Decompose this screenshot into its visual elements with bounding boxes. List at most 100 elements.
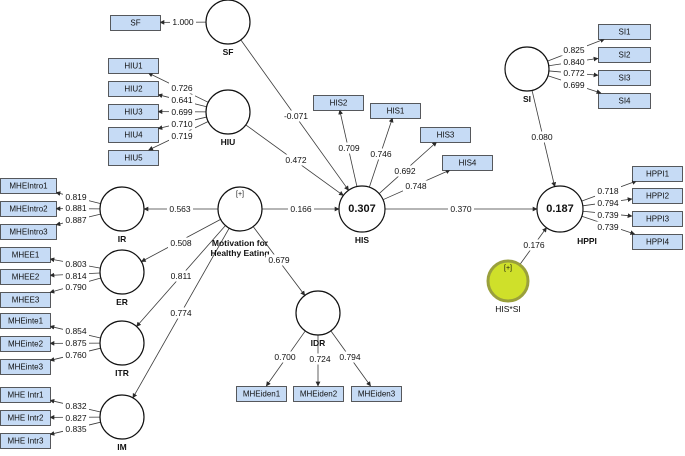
- coef-group-16: 0.739: [595, 209, 621, 221]
- construct-name: HIS*SI: [495, 304, 521, 314]
- construct-hiu[interactable]: HIU: [205, 89, 251, 147]
- indicator-label: HPPI3: [646, 215, 670, 224]
- coef-group-24: 0.854: [63, 325, 89, 337]
- coef-label-bg: [168, 307, 194, 319]
- coef-label-bg: [169, 118, 195, 130]
- indicator-mheinte3[interactable]: MHEinte3: [0, 359, 51, 375]
- indicator-mhe-intr3[interactable]: MHE Intr3: [0, 433, 51, 449]
- indicator-mhee3[interactable]: MHEE3: [0, 292, 51, 308]
- coef-label-bg: [63, 337, 89, 349]
- indicator-his3[interactable]: HIS3: [420, 127, 471, 143]
- coefficient-idr-mheiden1: 0.700: [274, 352, 296, 362]
- coef-group-21: 0.803: [63, 258, 89, 270]
- indicator-si1[interactable]: SI1: [598, 24, 651, 40]
- coef-group-35: 0.811: [168, 270, 194, 282]
- indicator-label: HIU3: [124, 108, 143, 117]
- indicator-hiu4[interactable]: HIU4: [108, 127, 159, 143]
- indicator-hiu3[interactable]: HIU3: [108, 104, 159, 120]
- coef-label-bg: [63, 214, 89, 226]
- indicator-mheiden3[interactable]: MHEiden3: [351, 386, 402, 402]
- indicator-mheintro3[interactable]: MHEIntro3: [0, 224, 57, 240]
- indicator-hiu2[interactable]: HIU2: [108, 81, 159, 97]
- construct-circle: [205, 89, 251, 135]
- coef-group-15: 0.794: [595, 197, 621, 209]
- indicator-si2[interactable]: SI2: [598, 47, 651, 63]
- coefficient-idr-mheiden2: 0.724: [309, 354, 331, 364]
- indicator-box: [0, 313, 51, 329]
- construct-idr[interactable]: IDR: [295, 290, 341, 348]
- coef-label-bg: [63, 270, 89, 282]
- indicator-mheintro2[interactable]: MHEIntro2: [0, 201, 57, 217]
- coefficient-hppi-hppi1: 0.718: [597, 186, 619, 196]
- coef-label-bg: [63, 202, 89, 214]
- indicator-hppi2[interactable]: HPPI2: [632, 188, 683, 204]
- coef-label-bg: [280, 110, 312, 122]
- indicator-mhe-intr2[interactable]: MHE Intr2: [0, 410, 51, 426]
- coef-group-4: 0.710: [169, 118, 195, 130]
- coefficient-mhe-im: 0.774: [170, 308, 192, 318]
- coef-group-36: 0.774: [168, 307, 194, 319]
- coef-group-14: 0.718: [595, 185, 621, 197]
- construct-si[interactable]: SI: [504, 46, 550, 104]
- indicator-mhee1[interactable]: MHEE1: [0, 247, 51, 263]
- construct-hissi[interactable]: [+]HIS*SI: [486, 259, 530, 314]
- indicator-hppi3[interactable]: HPPI3: [632, 211, 683, 227]
- coef-label-bg: [168, 237, 194, 249]
- indicator-box: [442, 155, 493, 171]
- coef-label-bg: [529, 131, 555, 143]
- construct-itr[interactable]: ITR: [99, 320, 145, 378]
- construct-name: HIS: [355, 235, 370, 245]
- construct-er[interactable]: ER: [99, 249, 145, 307]
- construct-sf[interactable]: SF: [205, 0, 251, 57]
- coef-group-43: 0.176: [521, 239, 547, 251]
- coef-group-5: 0.719: [169, 130, 195, 142]
- indicator-hppi1[interactable]: HPPI1: [632, 166, 683, 182]
- indicator-box: [0, 410, 51, 426]
- indicator-mheiden2[interactable]: MHEiden2: [293, 386, 344, 402]
- coef-label-bg: [63, 412, 89, 424]
- indicator-label: MHEE2: [12, 273, 40, 282]
- construct-name: ER: [116, 297, 128, 307]
- coefficient-his-his4: 0.748: [405, 181, 427, 191]
- indicator-hiu1[interactable]: HIU1: [108, 58, 159, 74]
- coef-label-bg: [169, 82, 195, 94]
- indicator-his1[interactable]: HIS1: [370, 103, 421, 119]
- construct-im[interactable]: IM: [99, 394, 145, 452]
- indicator-his4[interactable]: HIS4: [442, 155, 493, 171]
- coefficient-im-mheintr2: 0.827: [65, 413, 87, 423]
- coefficient-sf-his: -0.071: [284, 111, 308, 121]
- indicator-si4[interactable]: SI4: [598, 93, 651, 109]
- coefficient-hiu-hiu4: 0.710: [171, 119, 193, 129]
- indicator-mhee2[interactable]: MHEE2: [0, 269, 51, 285]
- indicator-mheinte1[interactable]: MHEinte1: [0, 313, 51, 329]
- indicator-si3[interactable]: SI3: [598, 70, 651, 86]
- indicator-box: [0, 359, 51, 375]
- indicator-label: SF: [130, 19, 140, 28]
- indicator-label: HPPI2: [646, 192, 670, 201]
- coef-label-bg: [170, 16, 196, 28]
- indicator-mhe-intr1[interactable]: MHE Intr1: [0, 387, 51, 403]
- coef-group-29: 0.835: [63, 423, 89, 435]
- coef-group-7: 0.746: [368, 148, 394, 160]
- coefficient-hiu-hiu2: 0.641: [171, 95, 193, 105]
- indicator-hppi4[interactable]: HPPI4: [632, 234, 683, 250]
- indicator-his2[interactable]: HIS2: [313, 95, 364, 111]
- coef-group-13: 0.699: [561, 79, 587, 91]
- coef-group-32: 0.794: [337, 351, 363, 363]
- coefficient-hppi-hppi3: 0.739: [597, 210, 619, 220]
- indicator-hiu5[interactable]: HIU5: [108, 150, 159, 166]
- indicator-mheintro1[interactable]: MHEIntro1: [0, 178, 57, 194]
- indicator-mheiden1[interactable]: MHEiden1: [236, 386, 287, 402]
- construct-ir[interactable]: IR: [99, 186, 145, 244]
- coefficient-mhe-his: 0.166: [290, 204, 312, 214]
- indicator-label: MHEiden2: [300, 390, 338, 399]
- construct-name: IR: [118, 234, 127, 244]
- indicator-sf[interactable]: SF: [110, 15, 161, 31]
- indicator-box: [110, 15, 161, 31]
- coef-group-25: 0.875: [63, 337, 89, 349]
- indicator-mheinte2[interactable]: MHEinte2: [0, 336, 51, 352]
- r-squared-value: 0.307: [348, 203, 376, 215]
